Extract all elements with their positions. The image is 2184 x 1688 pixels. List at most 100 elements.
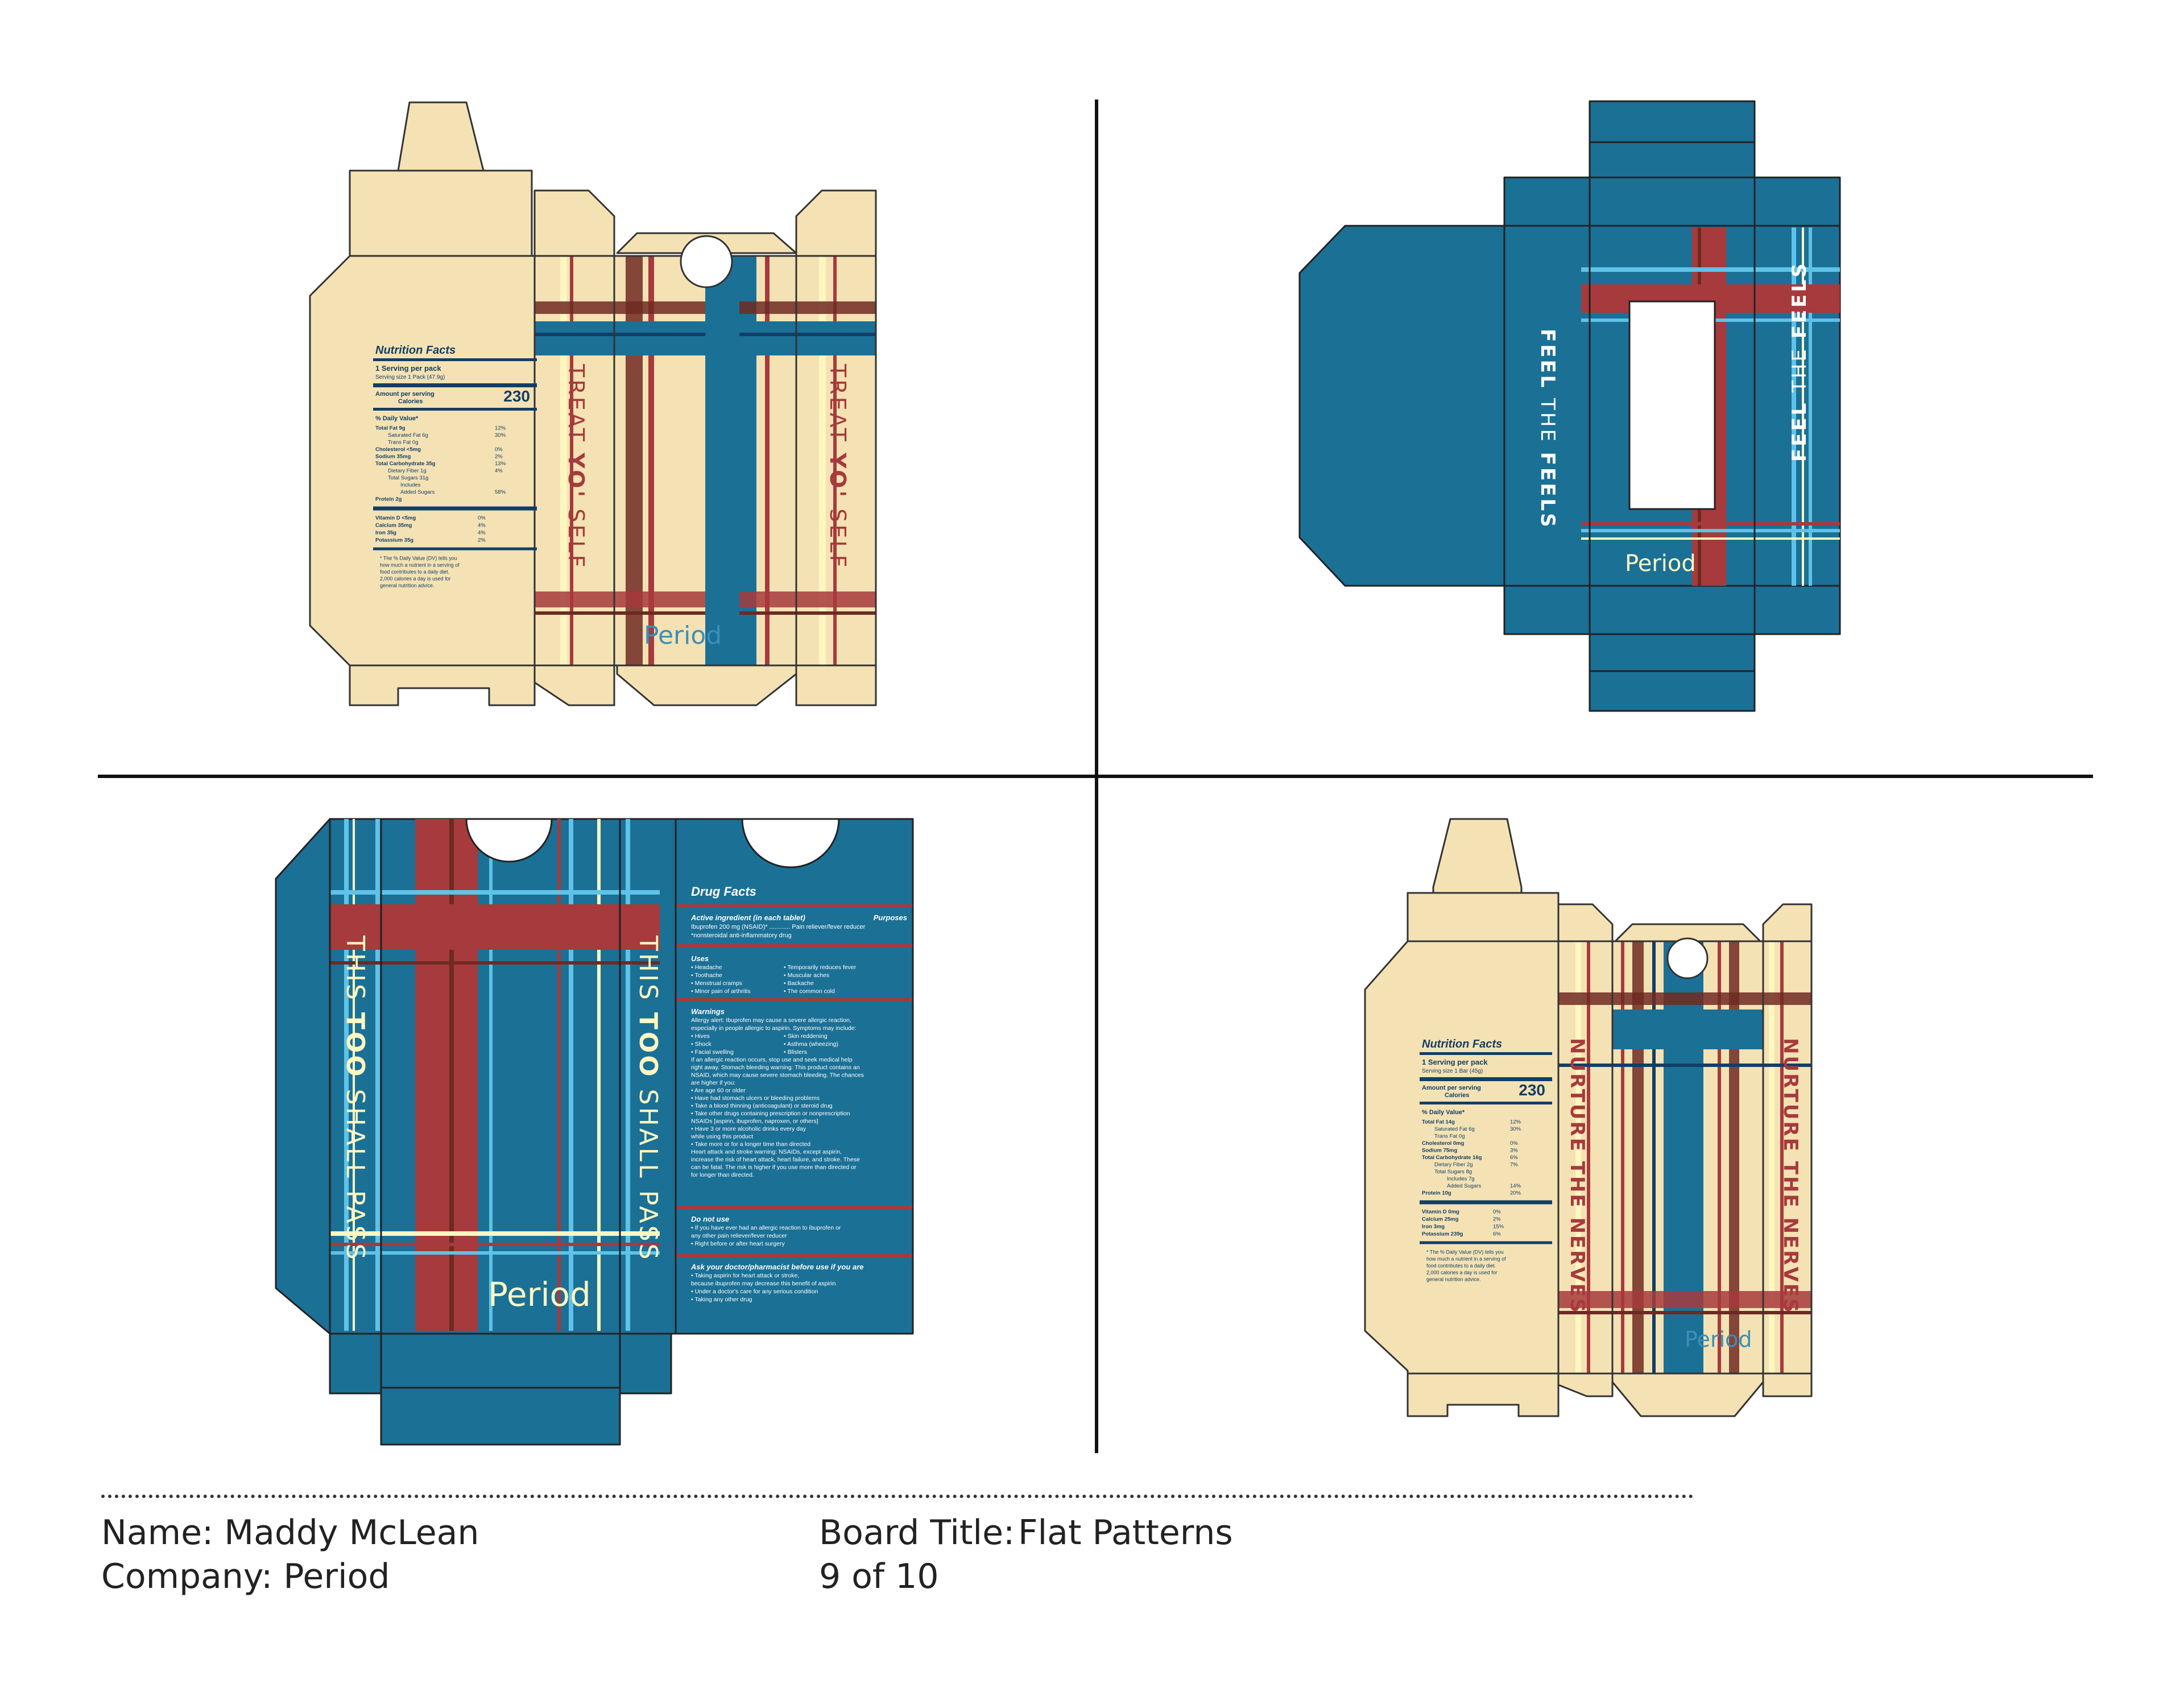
footnote-line: 2,000 calories a day is used for — [1426, 1270, 1498, 1276]
vitamin-row: Potassium 35g — [375, 537, 413, 544]
use-item: • Minor pain of arthritis — [691, 988, 751, 995]
servings-per-pack: 1 Serving per pack — [375, 364, 441, 373]
nutrient-row: Protein 2g — [375, 497, 402, 503]
footnote-line: how much a nutrient in a serving of — [380, 562, 460, 568]
window-cutout — [1628, 300, 1716, 510]
warning-line: NSAID, which may cause severe stomach bl… — [691, 1072, 864, 1079]
do-not-use-label: Do not use — [691, 1215, 729, 1223]
nutrition-rule — [373, 358, 537, 361]
warning-line: for longer than directed. — [691, 1172, 754, 1178]
slogan-feel-left: FEEL THE FEELS — [1536, 329, 1559, 529]
daily-value-header: % Daily Value* — [375, 415, 419, 422]
nutrient-dv: 2% — [495, 454, 503, 460]
allergy-symptom: • Hives — [691, 1033, 710, 1040]
warning-line: NSAIDs [aspirin, ibuprofen, naproxen, or… — [691, 1118, 818, 1125]
logo-period-4: Period — [1685, 1327, 1752, 1352]
drug-facts-title: Drug Facts — [691, 884, 756, 899]
footnote-line: * The % Daily Value (DV) tells you — [1426, 1250, 1504, 1255]
nutrient-row: Trans Fat 0g — [1434, 1133, 1465, 1140]
nutrition-rule — [1420, 1077, 1552, 1081]
use-item: • Temporarily reduces fever — [784, 964, 857, 971]
page-count: 9 of 10 — [819, 1557, 939, 1596]
ask-doctor-line: because ibuprofen may decrease this bene… — [691, 1280, 836, 1287]
daily-value-header: % Daily Value* — [1422, 1109, 1465, 1116]
footnote-line: general nutrition advice. — [380, 583, 435, 589]
nutrient-dv: 4% — [495, 468, 503, 474]
use-item: • The common cold — [784, 988, 835, 995]
thumb-cutouts — [465, 818, 840, 868]
allergy-line: especially in people allergic to aspirin… — [691, 1025, 857, 1032]
pattern-feel-the-feels — [1298, 100, 1841, 712]
ask-doctor-line: • Taking any other drug — [691, 1296, 752, 1303]
nutrient-row: Cholesterol 0mg — [1422, 1140, 1465, 1147]
warning-line: right away. Stomach bleeding warning: Th… — [691, 1064, 860, 1071]
calories-label: Calories — [1445, 1092, 1469, 1099]
nutrient-row: Cholesterol <5mg — [375, 446, 421, 453]
nutrition-title: Nutrition Facts — [1422, 1038, 1502, 1050]
slogan-treat-left: TREAT YO' SELF — [564, 363, 589, 569]
designer-name: Name: Maddy McLean — [101, 1513, 479, 1553]
hanger-hole-1 — [680, 235, 733, 288]
vitamin-dv: 2% — [478, 537, 486, 544]
vitamin-dv: 0% — [478, 515, 486, 522]
nutrition-rule — [1420, 1241, 1552, 1244]
active-ingredient-line: Ibuprofen 200 mg (NSAID)* ............ P… — [691, 924, 866, 930]
do-not-use-line: any other pain reliever/fever reducer — [691, 1232, 787, 1239]
board-title-value: Flat Patterns — [1018, 1513, 1233, 1553]
vitamin-dv: 0% — [1493, 1209, 1501, 1215]
ask-doctor-line: • Taking aspirin for heart attack or str… — [691, 1272, 799, 1279]
nutrient-row: Saturated Fat 6g — [388, 432, 428, 438]
allergy-symptom: • Asthma (wheezing) — [784, 1041, 838, 1048]
nutrient-row: Includes — [400, 482, 421, 489]
allergy-symptom: • Facial swelling — [691, 1049, 734, 1056]
amount-per-serving: Amount per serving — [1422, 1085, 1481, 1091]
warning-line: can be fatal. The risk is higher if you … — [691, 1164, 857, 1171]
nutrient-dv: 7% — [1510, 1162, 1518, 1168]
slogan-pass-right: THIS TOO SHALL PASS — [634, 935, 663, 1261]
plaid-cream-1 — [535, 256, 876, 665]
footnote-line: food contributes to a daily diet. — [1426, 1263, 1496, 1269]
vitamin-row: Calcium 25mg — [1422, 1217, 1459, 1223]
calories-value: 230 — [503, 387, 530, 405]
slogan-pass-left: THIS TOO SHALL PASS — [341, 935, 370, 1261]
warning-line: Heart attack and stroke warning: NSAIDs,… — [691, 1149, 842, 1156]
nutrient-dv: 13% — [495, 461, 506, 467]
vitamin-dv: 2% — [1493, 1217, 1501, 1223]
warning-line: • Take other drugs containing prescripti… — [691, 1110, 850, 1117]
slogan-treat-right: TREAT YO' SELF — [825, 363, 850, 569]
logo-period-1: Period — [644, 621, 722, 650]
nutrient-row: Total Carbohydrate 35g — [375, 461, 436, 467]
nutrient-dv: 0% — [495, 446, 503, 453]
vitamin-dv: 15% — [1493, 1224, 1504, 1230]
ask-doctor-line: • Under a doctor's care for any serious … — [691, 1288, 818, 1295]
allergy-symptom: • Blisters — [784, 1049, 807, 1056]
allergy-symptom: • Skin reddening — [784, 1033, 828, 1040]
nutrient-dv: 58% — [495, 489, 506, 495]
vitamin-dv: 6% — [1493, 1231, 1501, 1238]
nutrient-dv: 6% — [1510, 1155, 1518, 1161]
nutrient-dv: 20% — [1510, 1190, 1521, 1197]
vitamin-dv: 4% — [478, 530, 486, 536]
active-ingredient-label: Active ingredient (in each tablet) — [690, 913, 805, 922]
vitamin-row: Vitamin D 0mg — [1422, 1209, 1459, 1215]
warning-line: • Have had stomach ulcers or bleeding pr… — [691, 1095, 820, 1102]
warning-line: • Are age 60 or older — [691, 1087, 746, 1094]
plaid-blue-3 — [330, 819, 660, 1331]
uses-label: Uses — [691, 954, 709, 963]
nutrient-row: Total Carbohydrate 16g — [1422, 1155, 1482, 1161]
nutrition-rule — [373, 547, 537, 551]
nutrient-row: Total Sugars 31g — [388, 475, 428, 481]
hanger-hole-4 — [1666, 937, 1709, 979]
nutrient-dv: 12% — [495, 425, 506, 432]
drug-panel-lines — [677, 904, 912, 1257]
nutrient-row: Dietary Fiber 1g — [388, 468, 427, 474]
warning-line: while using this product — [690, 1133, 753, 1140]
nutrient-row: Added Sugars — [1447, 1183, 1481, 1189]
slogan-feel-right: FEEL THE FEELS — [1788, 261, 1811, 462]
allergy-symptom: • Shock — [691, 1041, 712, 1048]
vitamin-row: Vitamin D <5mg — [375, 515, 416, 522]
use-item: • Toothache — [691, 972, 722, 979]
use-item: • Headache — [691, 964, 722, 971]
